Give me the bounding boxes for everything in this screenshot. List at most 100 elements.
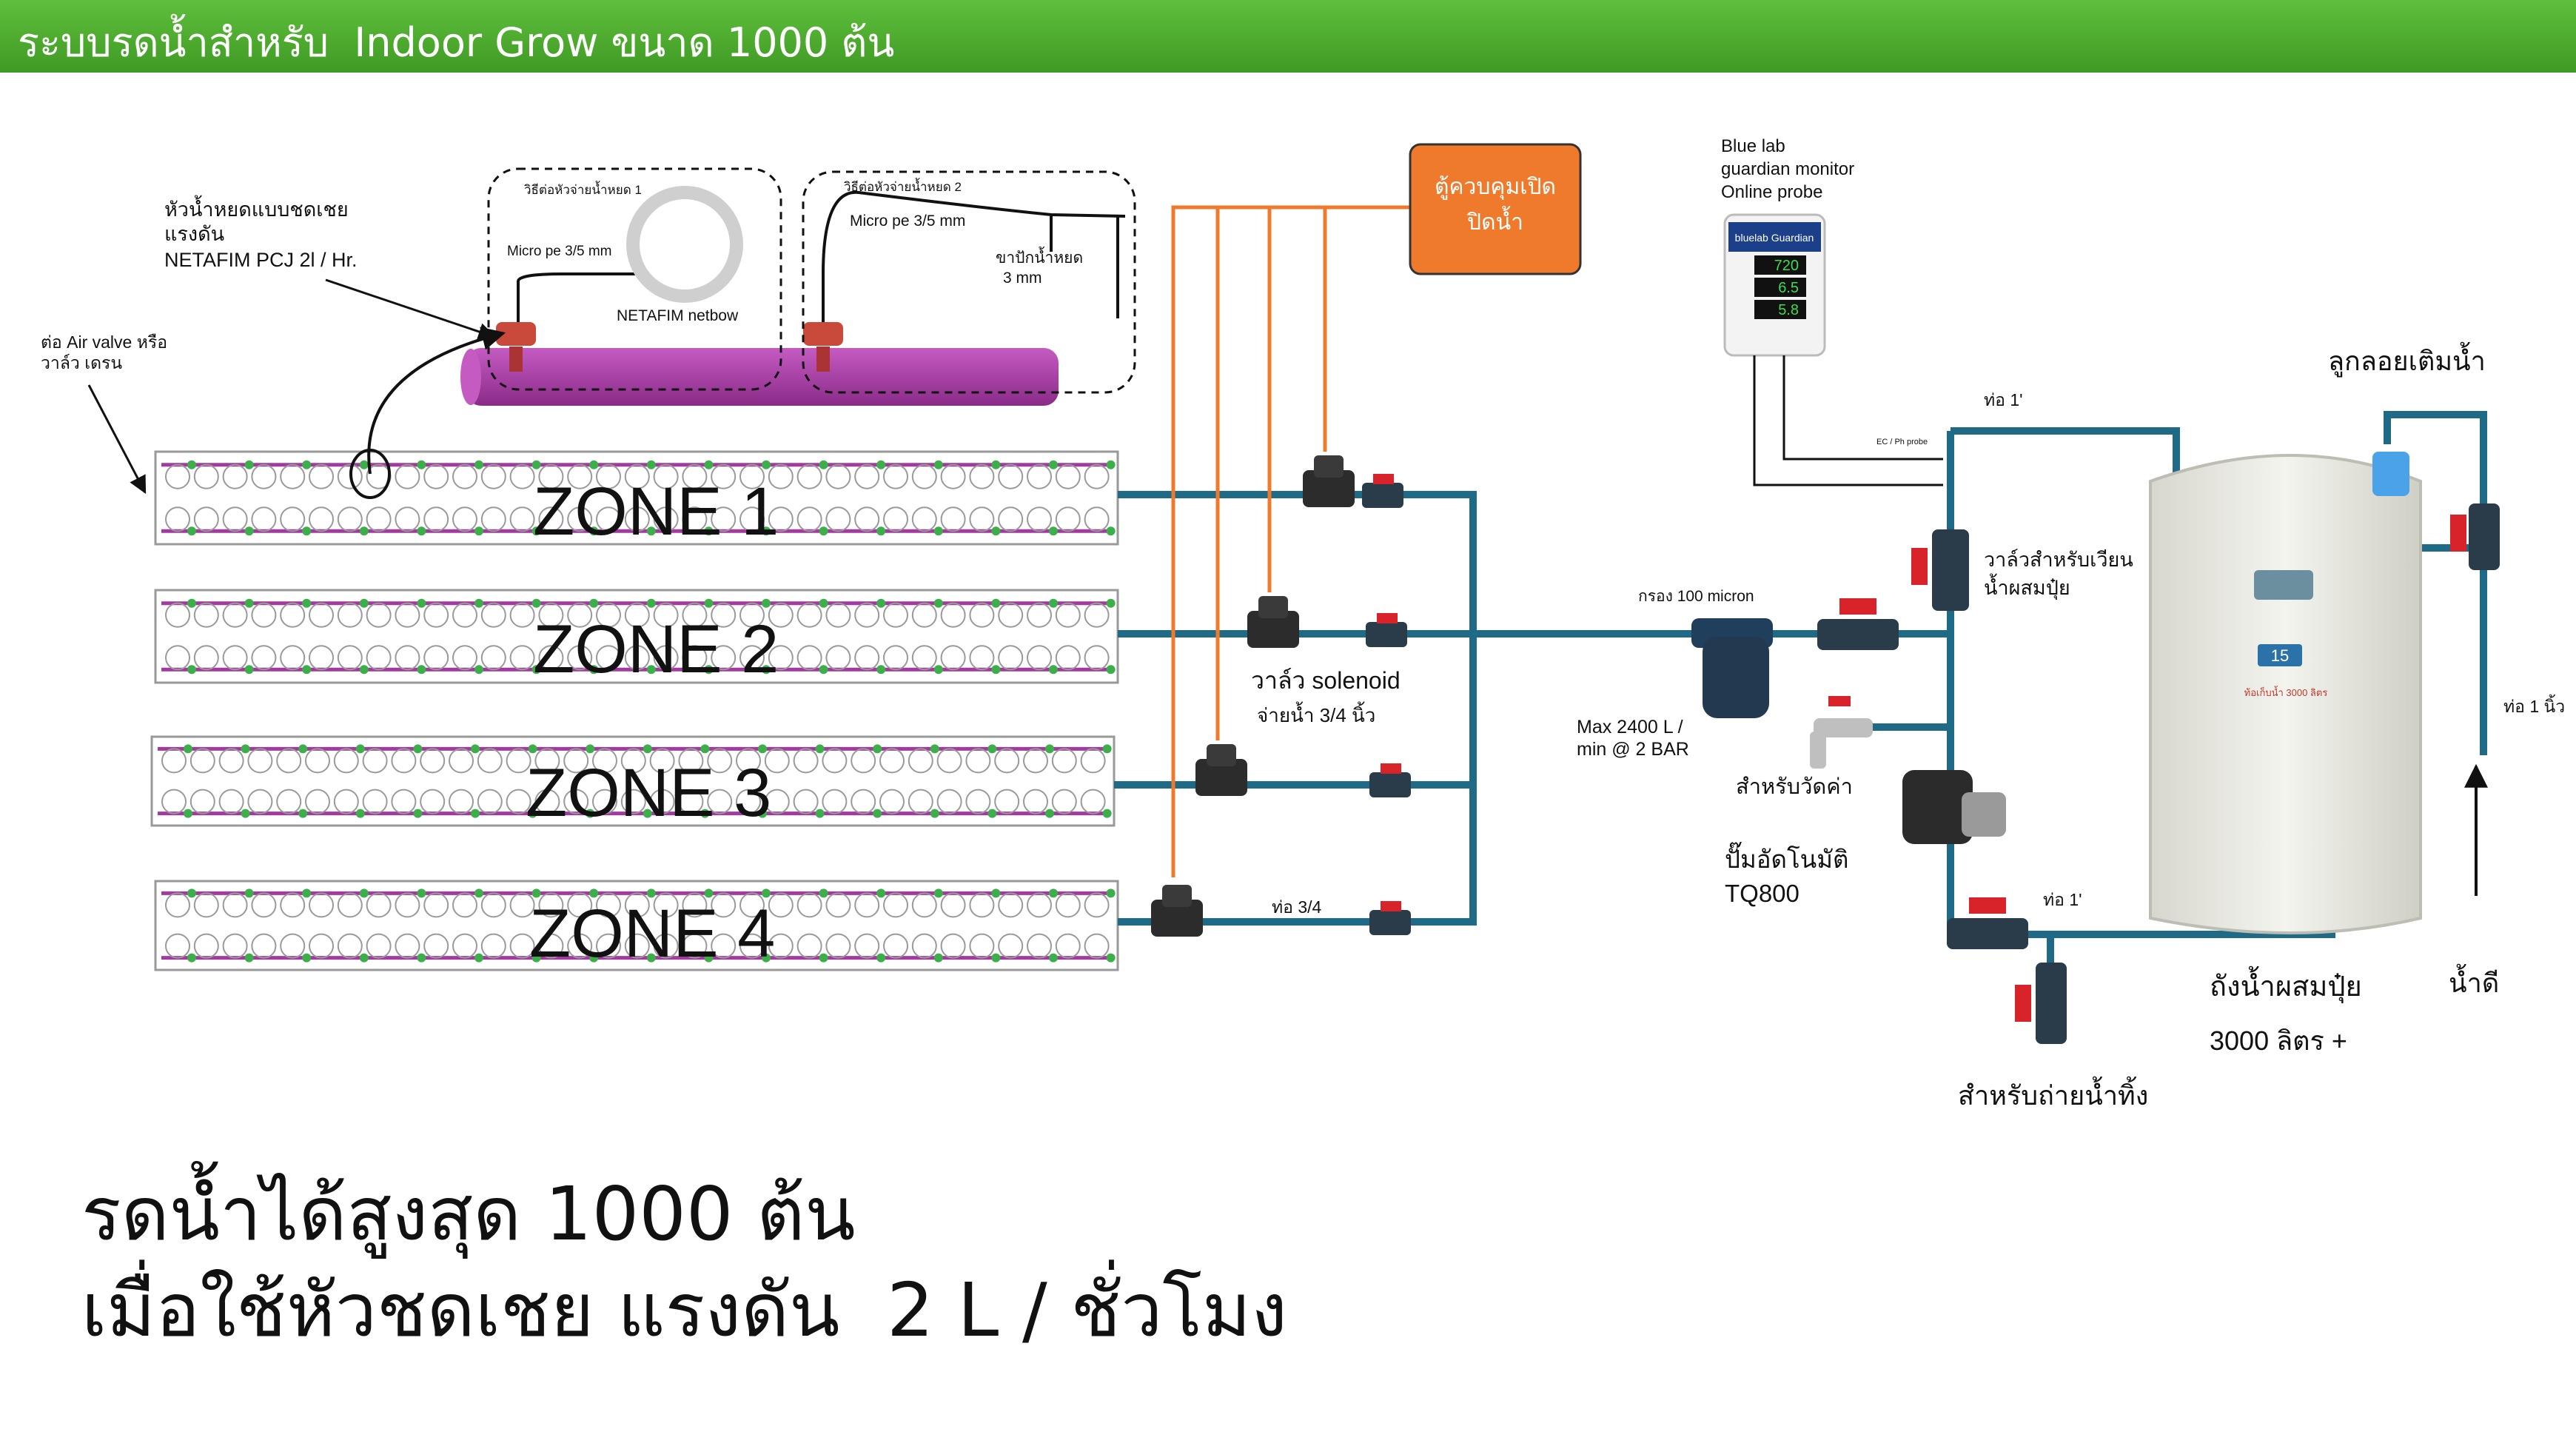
pump[interactable]: [1902, 770, 2006, 844]
plant-pot: [851, 789, 876, 814]
drip-emitter: [819, 665, 828, 675]
plant-pot: [161, 789, 187, 814]
plant-pot: [682, 464, 708, 489]
drip-emitter: [762, 665, 771, 675]
plant-pot: [994, 789, 1020, 814]
drip-emitter: [355, 809, 365, 818]
plant-pot: [567, 645, 593, 671]
plant-pot: [739, 602, 765, 628]
zone-boards: [150, 450, 1119, 971]
drip-emitter: [471, 744, 480, 754]
clean-water-label: น้ำดี: [2449, 963, 2499, 998]
ball-valves[interactable]: [1362, 474, 2500, 1044]
plant-pot: [596, 506, 621, 532]
plant-pot: [1027, 464, 1052, 489]
drip-emitter: [1049, 953, 1058, 963]
plant-pot: [1055, 933, 1081, 959]
plant-pot: [337, 645, 363, 671]
plant-pot: [193, 892, 219, 918]
plant-pot: [796, 602, 822, 628]
drip-emitter: [413, 744, 423, 754]
plant-pot: [998, 602, 1024, 628]
plant-pot: [969, 933, 995, 959]
drip-emitter: [1102, 744, 1112, 754]
drip-emitter: [704, 953, 714, 963]
drip-emitter: [643, 809, 652, 818]
method-1-pipe: Micro pe 3/5 mm: [507, 244, 611, 259]
drip-emitter: [244, 889, 254, 898]
plant-pot: [739, 933, 765, 959]
plant-pot: [653, 645, 679, 671]
pump-label-1: ปั๊มอัดโนมัติ: [1725, 841, 1848, 873]
drip-emitter: [244, 526, 254, 536]
plant-pot: [883, 506, 908, 532]
plant-pot: [1084, 645, 1110, 671]
plant-pot: [305, 789, 330, 814]
plant-pot: [940, 464, 966, 489]
plant-pot: [218, 789, 244, 814]
plant-pot: [1023, 748, 1048, 774]
plant-pot: [883, 602, 908, 628]
water-tank: 15 ท้อเก็บน้ำ 3000 ลิตร: [2149, 452, 2422, 934]
plant-pot: [998, 892, 1024, 918]
plant-pot: [739, 645, 765, 671]
drip-emitter: [1049, 665, 1058, 675]
control-box[interactable]: ตู้ควบคุมเปิด ปิดน้ำ: [1409, 143, 1582, 275]
drip-emitter: [1045, 744, 1054, 754]
filter[interactable]: [1691, 618, 1773, 718]
plant-pot: [998, 645, 1024, 671]
zone-board-4: [154, 880, 1119, 971]
dripper-1: [496, 322, 536, 372]
pump-label-2: TQ800: [1725, 880, 1799, 907]
monitor-reading-temp: 5.8: [1778, 302, 1799, 318]
plant-pot: [711, 464, 737, 489]
plant-pot: [1027, 602, 1052, 628]
plant-pot: [969, 645, 995, 671]
plant-pot: [940, 506, 966, 532]
solenoid-valve-zone-3: [1195, 744, 1247, 796]
method-2-pipe: Micro pe 3/5 mm: [850, 213, 965, 230]
plant-pot: [678, 748, 704, 774]
drip-emitter: [819, 526, 828, 536]
plant-pot: [908, 789, 933, 814]
plant-pot: [337, 506, 363, 532]
plant-pot: [423, 645, 449, 671]
plant-pot: [854, 645, 880, 671]
plant-pot: [251, 933, 277, 959]
plant-pot: [879, 789, 905, 814]
drip-emitter: [704, 598, 714, 608]
plant-pot: [653, 892, 679, 918]
plant-pot: [309, 506, 334, 532]
plant-pot: [189, 789, 215, 814]
plant-pot: [854, 506, 880, 532]
drip-emitter: [991, 665, 1001, 675]
footer-line-1: รดน้ำได้สูงสุด 1000 ต้น: [81, 1171, 856, 1257]
drip-emitter: [1106, 598, 1116, 608]
plant-pot: [480, 892, 506, 918]
solenoid-valves[interactable]: [1151, 455, 1355, 937]
bluelab-monitor[interactable]: bluelab Guardian 720 6.5 5.8: [1723, 213, 1826, 357]
plant-pot: [251, 892, 277, 918]
plant-pot: [596, 464, 621, 489]
drip-emitter: [704, 526, 714, 536]
plant-pot: [596, 645, 621, 671]
drip-emitter: [298, 809, 308, 818]
plant-pot: [768, 464, 794, 489]
plant-pot: [333, 748, 359, 774]
drip-emitter: [531, 598, 541, 608]
zone-board-2: [154, 589, 1119, 684]
plant-pot: [620, 789, 646, 814]
plant-pot: [567, 602, 593, 628]
plant-pot: [395, 892, 420, 918]
manifold-pipe: [460, 348, 1059, 406]
footer-line-2: เมื่อใช้หัวชดเชย แรงดัน 2 L / ชั่วโมง: [81, 1267, 1287, 1353]
tank-capacity: ท้อเก็บน้ำ 3000 ลิตร: [2244, 686, 2328, 698]
circulation-valve-1: วาล์วสำหรับเวียน: [1984, 548, 2133, 571]
drip-emitter: [474, 460, 483, 469]
plant-pot: [1080, 789, 1106, 814]
measure-tap[interactable]: [1810, 696, 1873, 769]
plant-pot: [161, 748, 187, 774]
plant-pot: [366, 892, 392, 918]
plant-pot: [596, 602, 621, 628]
pipe-34-label: ท่อ 3/4: [1272, 897, 1322, 917]
